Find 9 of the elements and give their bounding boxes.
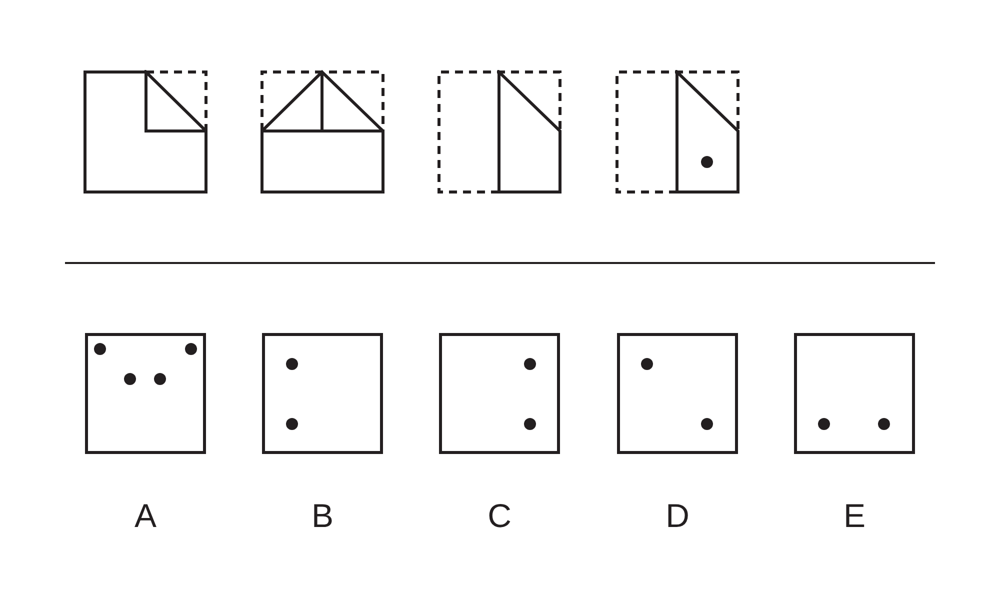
option-letter: E [844,499,866,532]
option-letter: A [134,499,156,532]
option-letter: B [312,499,334,532]
folded-paper-drawing [83,70,208,194]
folded-paper-drawing [437,70,562,194]
folded-paper-drawing [260,70,385,194]
option-letter: C [488,499,512,532]
folded-paper-drawing [615,70,740,194]
option-letter: D [666,499,690,532]
